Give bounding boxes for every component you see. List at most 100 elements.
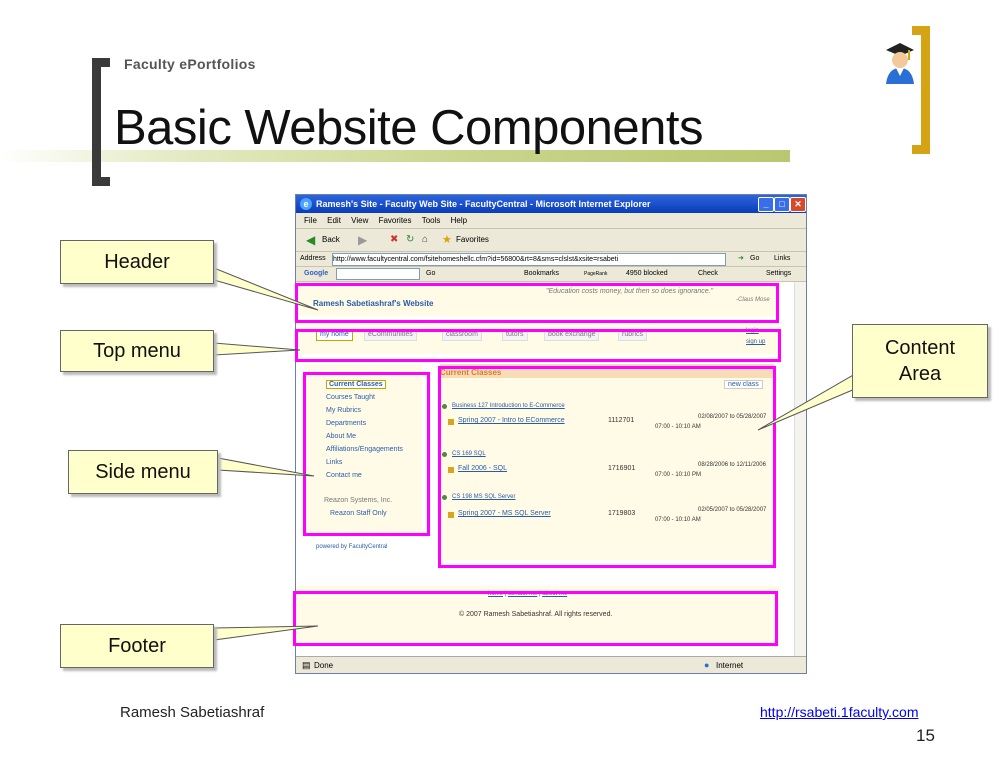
menu-tools[interactable]: Tools [421, 216, 441, 225]
close-button[interactable]: ✕ [790, 197, 806, 212]
course-bullet-icon [442, 404, 447, 409]
new-class-button[interactable]: new class [724, 380, 763, 389]
slide-title: Basic Website Components [114, 101, 704, 155]
browser-window: e Ramesh's Site - Faculty Web Site - Fac… [295, 194, 807, 674]
popup-blocked-count[interactable]: 4950 blocked [626, 270, 668, 277]
address-input[interactable]: http://www.facultycentral.com/fsitehomes… [332, 253, 726, 266]
favorites-star-icon[interactable]: ★ [442, 234, 452, 246]
home-icon[interactable]: ⌂ [422, 234, 429, 245]
course-code-3: 1719803 [608, 510, 636, 517]
bookmarks-button[interactable]: Bookmarks [524, 270, 560, 277]
slide-url-link[interactable]: http://rsabeti.1faculty.com [760, 704, 919, 720]
menu-help[interactable]: Help [450, 216, 468, 225]
callout-content-line1: Content [884, 337, 956, 359]
content-title: Current Classes [440, 368, 502, 377]
side-menu-my-rubrics[interactable]: My Rubrics [326, 407, 362, 414]
callout-top-menu: Top menu [60, 330, 214, 372]
course-title-1[interactable]: Business 127 Introduction to E-Commerce [452, 403, 565, 409]
side-menu-links[interactable]: Links [326, 459, 343, 466]
back-arrow-icon[interactable]: ◀ [306, 233, 316, 247]
page-icon: ▤ [302, 660, 311, 670]
security-zone: Internet [716, 661, 744, 670]
spell-check-button[interactable]: Check [698, 270, 718, 277]
ie-icon: e [300, 198, 312, 210]
google-toolbar: Google Go Bookmarks PageRank 4950 blocke… [296, 267, 806, 282]
menu-view[interactable]: View [351, 216, 369, 225]
left-bracket-decoration [92, 58, 110, 186]
status-text: Done [314, 661, 334, 670]
course-section-1[interactable]: Spring 2007 - Intro to ECommerce [458, 417, 565, 424]
side-menu-contact-me[interactable]: Contact me [326, 472, 362, 479]
maximize-button[interactable]: □ [774, 197, 790, 212]
title-accent-bar [0, 150, 790, 162]
course-time-2: 07:00 - 10:10 PM [655, 472, 702, 478]
course-time-1: 07:00 - 10:10 AM [655, 424, 701, 430]
footer-link-home[interactable]: home [488, 591, 504, 597]
callout-header: Header [60, 240, 214, 284]
course-code-2: 1716901 [608, 465, 636, 472]
site-side-menu: Current Classes Courses Taught My Rubric… [304, 364, 422, 534]
slide-author: Ramesh Sabetiashraf [120, 704, 265, 721]
pagerank-indicator: PageRank [584, 271, 608, 277]
side-menu-about-me[interactable]: About Me [326, 433, 356, 440]
internet-zone-icon: ● [704, 660, 710, 670]
vertical-scrollbar[interactable] [794, 282, 806, 656]
menu-file[interactable]: File [304, 216, 317, 225]
site-title: Ramesh Sabetiashraf's Website [313, 299, 434, 308]
browser-status-bar: ▤ Done ● Internet [296, 656, 806, 673]
graduate-icon [886, 43, 914, 84]
course-code-1: 1112701 [608, 417, 635, 424]
stop-icon[interactable]: ✖ [390, 234, 399, 245]
footer-links: home | contact me | about me [488, 591, 568, 597]
course-section-3[interactable]: Spring 2007 - MS SQL Server [458, 510, 551, 517]
footer-highlight [293, 591, 778, 646]
menu-favorites[interactable]: Favorites [378, 216, 412, 225]
footer-link-contact[interactable]: contact me [507, 591, 538, 597]
favorites-button[interactable]: Favorites [456, 235, 489, 244]
side-menu-org[interactable]: Reazon Systems, Inc. [324, 497, 393, 504]
side-menu-departments[interactable]: Departments [326, 420, 367, 427]
callout-content-area: Content Area [852, 324, 988, 398]
site-header: Ramesh Sabetiashraf's Website "Education… [296, 284, 780, 316]
footer-link-about[interactable]: about me [542, 591, 568, 597]
course-bullet-icon [442, 495, 447, 500]
header-quote: "Education costs money, but then so does… [546, 288, 714, 295]
go-button[interactable]: Go [750, 255, 760, 262]
google-search-input[interactable] [336, 268, 420, 280]
window-title: Ramesh's Site - Faculty Web Site - Facul… [316, 199, 651, 209]
side-menu-current-classes[interactable]: Current Classes [326, 380, 386, 389]
site-footer: home | contact me | about me © 2007 Rame… [296, 586, 780, 642]
back-button[interactable]: Back [322, 235, 340, 244]
course-time-3: 07:00 - 10:10 AM [655, 517, 701, 523]
signup-link[interactable]: sign up [746, 339, 766, 345]
side-menu-courses-taught[interactable]: Courses Taught [326, 394, 375, 401]
quote-author: -Claus Mose [736, 297, 770, 303]
slide-number: 15 [916, 726, 935, 745]
callout-footer: Footer [60, 624, 214, 668]
refresh-icon[interactable]: ↻ [406, 234, 415, 245]
google-go-button[interactable]: Go [426, 270, 436, 277]
top-menu-highlight [295, 329, 781, 362]
course-dates-2: 08/28/2006 to 12/11/2006 [698, 462, 766, 468]
right-bracket-decoration [912, 26, 930, 154]
section-icon [448, 512, 454, 518]
course-section-2[interactable]: Fall 2006 - SQL [458, 465, 508, 472]
go-arrow-icon[interactable]: ➜ [738, 255, 744, 262]
course-title-2[interactable]: CS 169 SQL [452, 451, 486, 457]
course-title-3[interactable]: CS 198 MS SQL Server [452, 494, 516, 500]
content-area-highlight [438, 366, 776, 568]
window-title-bar: e Ramesh's Site - Faculty Web Site - Fac… [296, 195, 806, 213]
side-menu-org-staff[interactable]: Reazon Staff Only [330, 510, 387, 517]
side-menu-affiliations[interactable]: Affiliations/Engagements [326, 446, 403, 453]
callout-side-menu: Side menu [68, 450, 218, 494]
callout-content-line2: Area [898, 363, 942, 385]
links-button[interactable]: Links [774, 255, 791, 262]
copyright-text: © 2007 Ramesh Sabetiashraf. All rights r… [459, 611, 613, 618]
minimize-button[interactable]: _ [758, 197, 774, 212]
slide-subtitle: Faculty ePortfolios [124, 56, 256, 72]
menu-edit[interactable]: Edit [327, 216, 341, 225]
google-settings-button[interactable]: Settings [766, 270, 792, 277]
side-menu-highlight [303, 372, 430, 536]
forward-arrow-icon[interactable]: ▶ [358, 233, 368, 247]
